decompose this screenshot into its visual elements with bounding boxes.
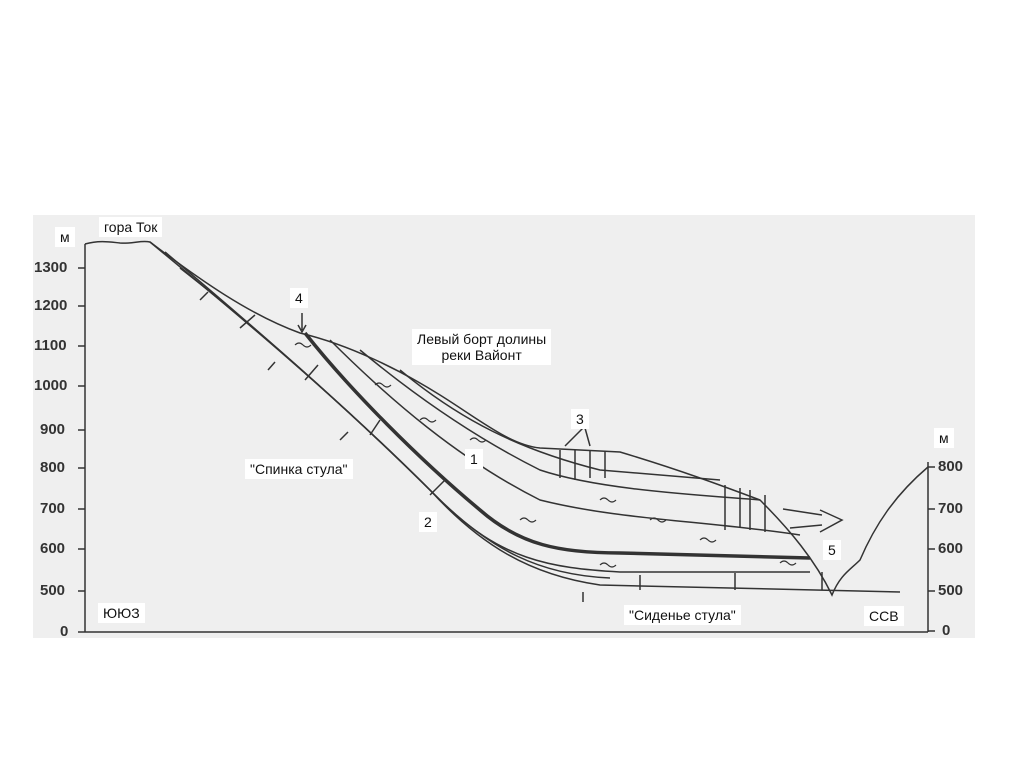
unit-label-left: м (55, 227, 75, 247)
axis-left-tick: 800 (40, 459, 66, 476)
marker-4: 4 (290, 288, 308, 308)
axis-right-tick: 700 (938, 500, 964, 517)
marker-3: 3 (571, 409, 589, 429)
axis-right-tick: 600 (938, 540, 964, 557)
direction-right-label: ССВ (864, 606, 904, 626)
mountain-label: гора Ток (99, 217, 163, 237)
axis-left-tick: 1000 (34, 377, 68, 394)
layer-line (359, 349, 761, 501)
chair-seat-label: "Сиденье стула" (624, 605, 741, 625)
axis-left-tick: 900 (40, 421, 66, 438)
marker-1: 1 (465, 449, 483, 469)
layer-line (164, 251, 611, 579)
valley-side-line2: реки Вайонт (441, 347, 522, 363)
axis-left-tick: 700 (40, 500, 66, 517)
right-ticks (928, 466, 935, 632)
axis-right-tick: 500 (938, 582, 964, 599)
valley-side-label: Левый борт долины реки Вайонт (412, 329, 552, 365)
axis-left-tick: 500 (40, 582, 66, 599)
layer-line (329, 339, 801, 536)
valley-side-line1: Левый борт долины (417, 331, 547, 347)
fractures (559, 450, 766, 532)
arrow-4-icon (297, 313, 307, 334)
axis-left-tick: 1100 (34, 337, 67, 354)
layer-line (399, 369, 721, 481)
diagram-background (33, 215, 975, 638)
axis-left-tick: 600 (40, 540, 66, 557)
ground-surface (84, 240, 929, 597)
layer-crossbars (199, 291, 823, 602)
unit-label-right: м (934, 428, 954, 448)
movement-arrow-icon (782, 508, 844, 533)
axis-left-tick: 0 (60, 623, 69, 640)
marker-5: 5 (823, 540, 841, 560)
slip-surface (303, 331, 811, 560)
marker-2: 2 (419, 512, 437, 532)
axis-left-tick: 1300 (34, 259, 68, 276)
direction-left-label: ЮЮЗ (98, 603, 145, 623)
axis-right-tick: 800 (938, 458, 964, 475)
left-ticks (78, 267, 85, 633)
axis-right-tick: 0 (942, 622, 951, 639)
chair-back-label: "Спинка стула" (245, 459, 353, 479)
pointer-3-icon (564, 427, 591, 447)
layer-line (179, 267, 810, 573)
axis-left-tick: 1200 (34, 297, 68, 314)
clay-marks (294, 342, 797, 568)
